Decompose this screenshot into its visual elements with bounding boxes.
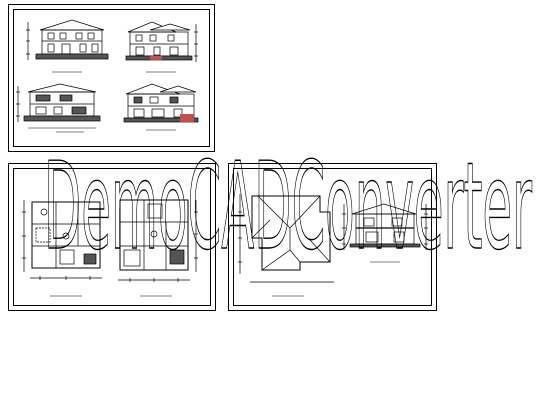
roof-plan [238,194,334,297]
side-elevation [125,21,198,73]
rear-elevation [16,83,101,133]
building-section [342,203,428,263]
other-side-elevation [123,83,199,131]
elevation-sheet-border [13,9,210,147]
front-elevation [26,19,109,73]
floor-plan-sheet [8,163,216,311]
roof-section-sheet [228,163,437,311]
floor-plan-sheet-border [13,168,211,306]
upper-floor-plan [118,199,198,297]
roof-section-sheet-border [233,168,432,306]
ground-floor-plan [22,200,102,297]
